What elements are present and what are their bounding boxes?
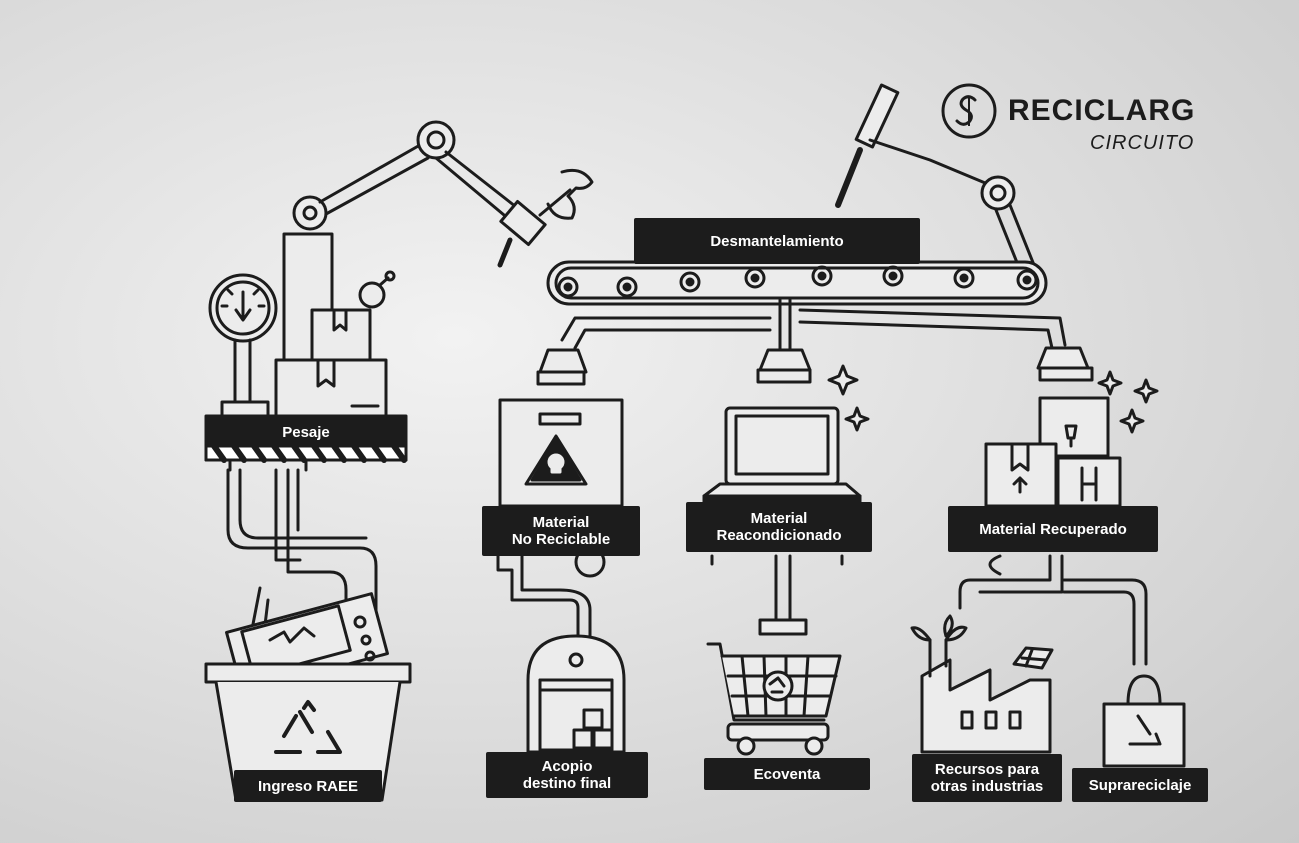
non-recyclable-pipes (496, 546, 606, 638)
stage-label-intake: Ingreso RAEE (234, 770, 382, 802)
recycling-bin-icon (204, 586, 412, 802)
stage-label-dismantling: Desmantelamiento (634, 218, 920, 264)
brand-subtitle: CIRCUITO (1090, 132, 1195, 154)
reciclarg-logo-icon (941, 83, 997, 139)
cardboard-box-icon (274, 270, 396, 418)
laptop-icon (702, 406, 862, 504)
shopping-cart-icon (706, 642, 842, 756)
stage-label-ecoventa: Ecoventa (704, 758, 870, 790)
distribution-pipes (536, 298, 1094, 386)
stage-label-final-storage: Acopio destino final (486, 752, 648, 798)
factory-icon (910, 614, 1054, 754)
refurbished-pipes (710, 554, 844, 636)
tote-bag-icon (1102, 674, 1186, 768)
scale-gauge-icon (208, 273, 278, 418)
screwdriver-robot-arm-icon (835, 83, 1042, 282)
stage-label-non-recyclable: Material No Reciclable (482, 506, 640, 556)
intake-pipes (226, 468, 378, 622)
cardboard-box-icon (984, 396, 1122, 508)
stage-label-industry-resources: Recursos para otras industrias (912, 754, 1062, 802)
recycle-icon (274, 700, 342, 754)
stage-label-weighing: Pesaje (206, 418, 406, 446)
stage-label-recovered: Material Recuperado (948, 506, 1158, 552)
stage-label-upcycling: Suprareciclaje (1072, 768, 1208, 802)
recovered-pipes (958, 554, 1148, 666)
brand-name: RECICLARG (1008, 94, 1196, 127)
hazard-box-icon (498, 398, 624, 508)
brand-logo-block: RECICLARG CIRCUITO (940, 82, 1230, 162)
sparkle-icon (827, 364, 1159, 434)
conveyor-belt-icon (546, 260, 1048, 306)
hazard-skull-icon (547, 453, 565, 474)
storage-dome-icon (526, 634, 626, 754)
stage-label-refurbished: Material Reacondicionado (686, 502, 872, 552)
